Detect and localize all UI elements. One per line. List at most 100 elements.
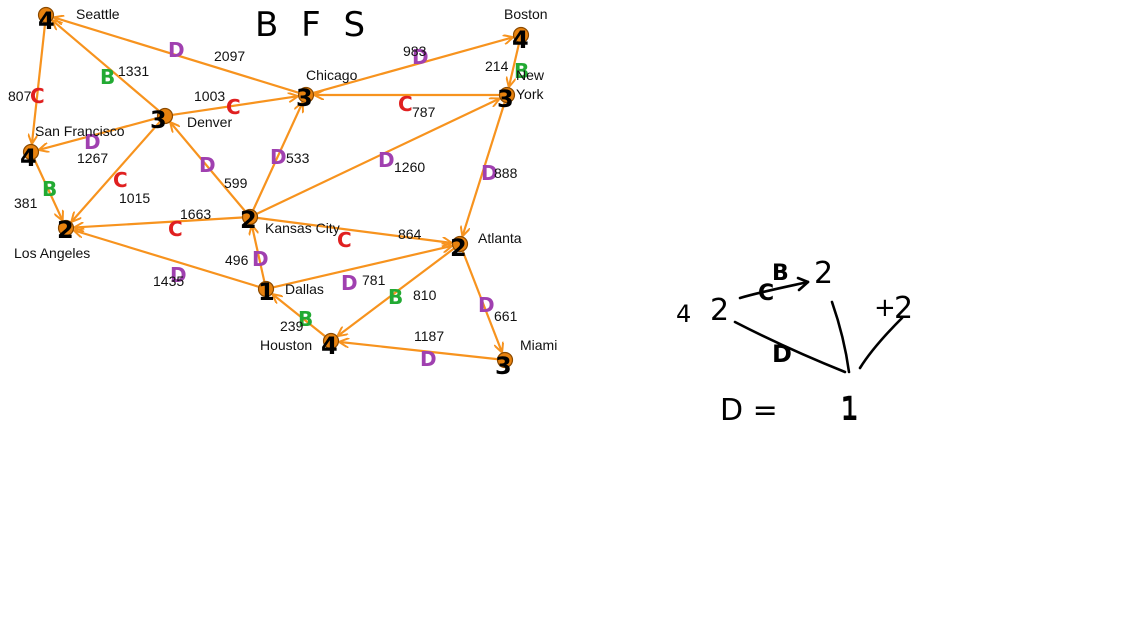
- sketch-right-prefix: +: [874, 293, 896, 323]
- city-name-seattle: Seattle: [76, 6, 120, 22]
- edge-mark-label: C: [398, 92, 413, 116]
- edge-mark-label: D: [84, 130, 101, 154]
- sketch-left-prefix: 4: [676, 300, 691, 328]
- edge-houston-dallas: [273, 295, 326, 337]
- sketch-equation-left: D =: [720, 393, 778, 428]
- edge-dallas-kc: [252, 226, 266, 282]
- sketch-edge-right-bottom: [858, 316, 904, 370]
- edge-mark-label: D: [252, 247, 269, 271]
- edge-mark-label: B: [388, 285, 403, 309]
- edge-kc-denver: [171, 123, 246, 212]
- edge-mark-label: D: [199, 153, 216, 177]
- edge-mark-label: D: [270, 145, 287, 169]
- edge-denver-la: [72, 121, 161, 221]
- edge-distance-label: 864: [398, 226, 422, 242]
- city-node-atlanta: [451, 235, 469, 253]
- sketch-edge-c-label: C: [758, 281, 774, 306]
- bfs-level-atlanta: 2: [450, 234, 467, 262]
- edge-mark-label: D: [168, 38, 185, 62]
- edge-boston-ny: [509, 42, 521, 86]
- city-node-miami: [496, 351, 514, 369]
- edge-mark-label: C: [113, 168, 128, 192]
- edge-distance-label: 1003: [194, 88, 225, 104]
- edge-kc-atlanta: [257, 216, 451, 243]
- edge-kc-la: [75, 216, 243, 227]
- edge-distance-label: 1435: [153, 273, 184, 289]
- city-name-atlanta: Atlanta: [478, 230, 522, 246]
- edge-seattle-sf: [32, 22, 47, 143]
- city-name-sf: San Francisco: [35, 123, 125, 139]
- edge-distance-label: 1331: [118, 63, 149, 79]
- edge-mark-label: C: [30, 84, 45, 108]
- city-name-la: Los Angeles: [14, 245, 90, 261]
- city-name-ny: New: [516, 67, 545, 83]
- sketch-edge-d-label: D: [772, 340, 792, 368]
- edge-denver-sf: [40, 117, 158, 150]
- city-node-boston: [512, 26, 530, 44]
- edge-chicago-seattle: [55, 18, 299, 94]
- sketch-edge-left-bottom: [733, 320, 847, 374]
- edge-distance-label: 1663: [180, 206, 211, 222]
- edge-distance-label: 888: [494, 165, 518, 181]
- sketch-right-count: 2: [894, 291, 913, 326]
- edge-mark-label: C: [168, 217, 183, 241]
- edge-mark-label: D: [420, 347, 437, 371]
- sketch-left-count: 2: [710, 293, 729, 328]
- edge-atlanta-houston: [338, 247, 455, 336]
- edge-kc-ny: [256, 99, 499, 215]
- bfs-level-dallas: 1: [258, 278, 275, 306]
- edge-distance-label: 496: [225, 252, 249, 268]
- edge-distance-label: 599: [224, 175, 248, 191]
- city-node-denver: [156, 107, 174, 125]
- city-name-denver: Denver: [187, 114, 232, 130]
- edge-distance-label: 2097: [214, 48, 245, 64]
- bfs-level-miami: 3: [495, 352, 512, 380]
- edge-distance-label: 661: [494, 308, 518, 324]
- edge-distance-label: 1267: [77, 150, 108, 166]
- bfs-level-boston: 4: [512, 26, 529, 54]
- sketch-equation-right: 1: [840, 393, 859, 428]
- city-name-ny-line2: York: [516, 86, 545, 102]
- sketch-edge-left-middle: [738, 280, 810, 300]
- edge-distance-label: 1015: [119, 190, 150, 206]
- edge-mark-label: B: [100, 65, 115, 89]
- city-node-chicago: [297, 86, 315, 104]
- edge-mark-label: C: [337, 228, 352, 252]
- edge-mark-label: D: [378, 148, 395, 172]
- edge-distance-label: 381: [14, 195, 38, 211]
- city-node-kc: [241, 208, 259, 226]
- edge-denver-seattle: [53, 21, 160, 112]
- edge-miami-houston: [340, 342, 498, 361]
- edge-mark-label: C: [226, 95, 241, 119]
- edge-distance-label: 214: [485, 58, 509, 74]
- city-name-houston: Houston: [260, 337, 312, 353]
- edge-distance-label: 239: [280, 318, 304, 334]
- edge-distance-label: 983: [403, 43, 427, 59]
- edge-distance-label: 781: [362, 272, 386, 288]
- edge-chicago-boston: [313, 37, 513, 94]
- edge-distance-label: 807: [8, 88, 32, 104]
- city-name-dallas: Dallas: [285, 281, 324, 297]
- diagram-title: B F S: [255, 5, 371, 45]
- edge-mark-label: D: [481, 161, 498, 185]
- bfs-sketch: 4 2 2 + 2 1 D = 1 B C D: [676, 256, 913, 428]
- edge-denver-chicago: [172, 96, 297, 116]
- city-name-kc: Kansas City: [265, 220, 340, 236]
- sketch-middle-count: 2: [814, 256, 833, 291]
- bfs-level-denver: 3: [150, 106, 167, 134]
- edge-mark-label: D: [478, 293, 495, 317]
- sketch-edge-b-label: B: [772, 261, 789, 286]
- city-name-boston: Boston: [504, 6, 548, 22]
- bfs-level-la: 2: [57, 216, 74, 244]
- edge-mark-label: D: [341, 271, 358, 295]
- edges-layer: [32, 18, 521, 361]
- edge-distance-label: 810: [413, 287, 437, 303]
- edge-atlanta-miami: [461, 251, 502, 351]
- edge-mark-label: D: [170, 263, 187, 287]
- city-name-chicago: Chicago: [306, 67, 358, 83]
- city-node-dallas: [257, 280, 275, 298]
- edge-distance-label: 533: [286, 150, 310, 166]
- edge-dallas-atlanta: [273, 246, 451, 289]
